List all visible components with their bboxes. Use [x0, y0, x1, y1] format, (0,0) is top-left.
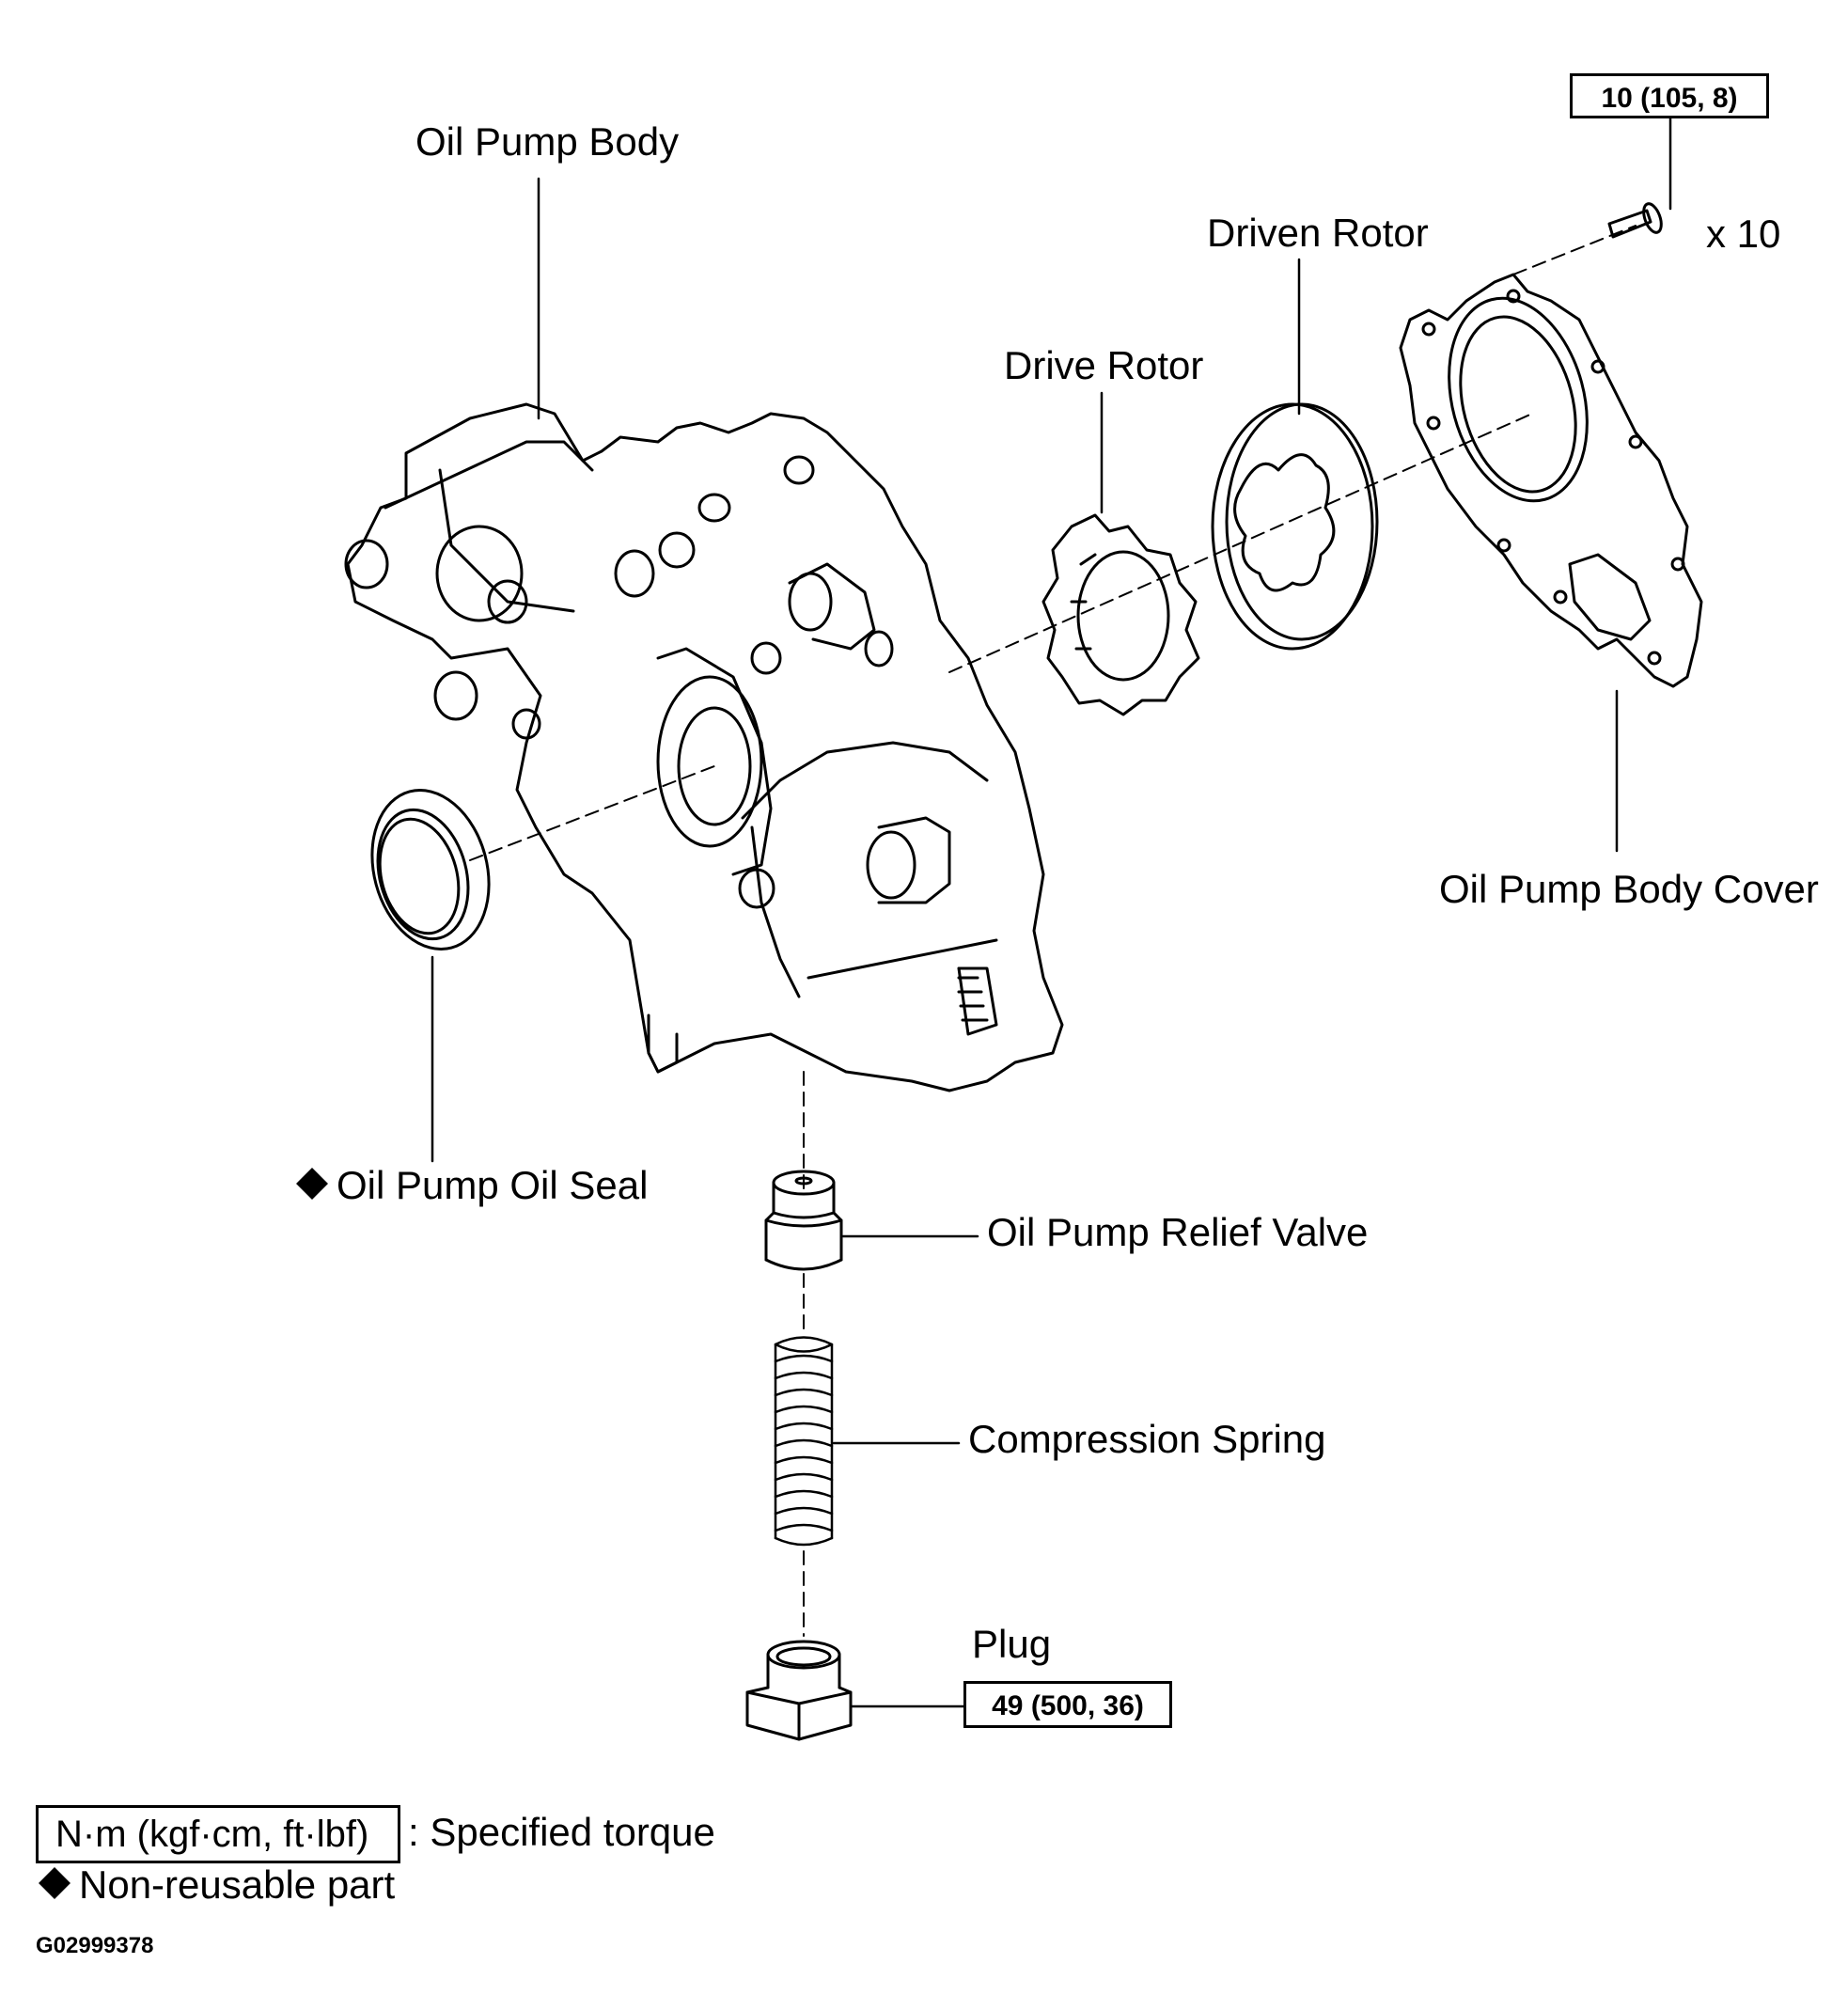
cover-bolt-torque-box: 10 (105, 8)	[1570, 73, 1769, 118]
compression-spring-drawing	[774, 1336, 834, 1547]
torque-unit-legend-box: N·m (kgf·cm, ft·lbf)	[36, 1805, 400, 1863]
oil-pump-body-label: Oil Pump Body	[415, 119, 680, 164]
non-reusable-diamond-icon	[296, 1168, 328, 1200]
driven-rotor-label: Driven Rotor	[1207, 211, 1429, 255]
oil-pump-body-drawing	[344, 402, 1064, 1092]
drive-rotor-label: Drive Rotor	[1004, 343, 1204, 387]
bolt-drawing	[1607, 202, 1663, 239]
oil-pump-relief-valve-drawing	[764, 1170, 843, 1271]
specified-torque-legend-text: : Specified torque	[408, 1810, 715, 1854]
oil-pump-oil-seal-label: Oil Pump Oil Seal	[296, 1163, 649, 1207]
plug-torque-box: 49 (500, 36)	[963, 1681, 1172, 1728]
figure-id: G02999378	[36, 1933, 154, 1958]
oil-pump-oil-seal-drawing	[370, 788, 491, 951]
bolt-quantity-label: x 10	[1706, 212, 1781, 256]
plug-label: Plug	[972, 1622, 1052, 1666]
oil-pump-body-cover-drawing	[1399, 273, 1703, 688]
diamond-icon	[39, 1867, 70, 1899]
oil-pump-oil-seal-text: Oil Pump Oil Seal	[337, 1163, 649, 1207]
oil-pump-body-cover-label: Oil Pump Body Cover	[1439, 867, 1819, 911]
driven-rotor-drawing	[1211, 402, 1379, 651]
non-reusable-legend: Non-reusable part	[39, 1862, 396, 1907]
drive-rotor-drawing	[1041, 513, 1200, 716]
non-reusable-legend-text: Non-reusable part	[79, 1862, 396, 1907]
plug-drawing	[745, 1640, 853, 1741]
oil-pump-relief-valve-label: Oil Pump Relief Valve	[987, 1210, 1369, 1254]
compression-spring-label: Compression Spring	[968, 1417, 1326, 1461]
